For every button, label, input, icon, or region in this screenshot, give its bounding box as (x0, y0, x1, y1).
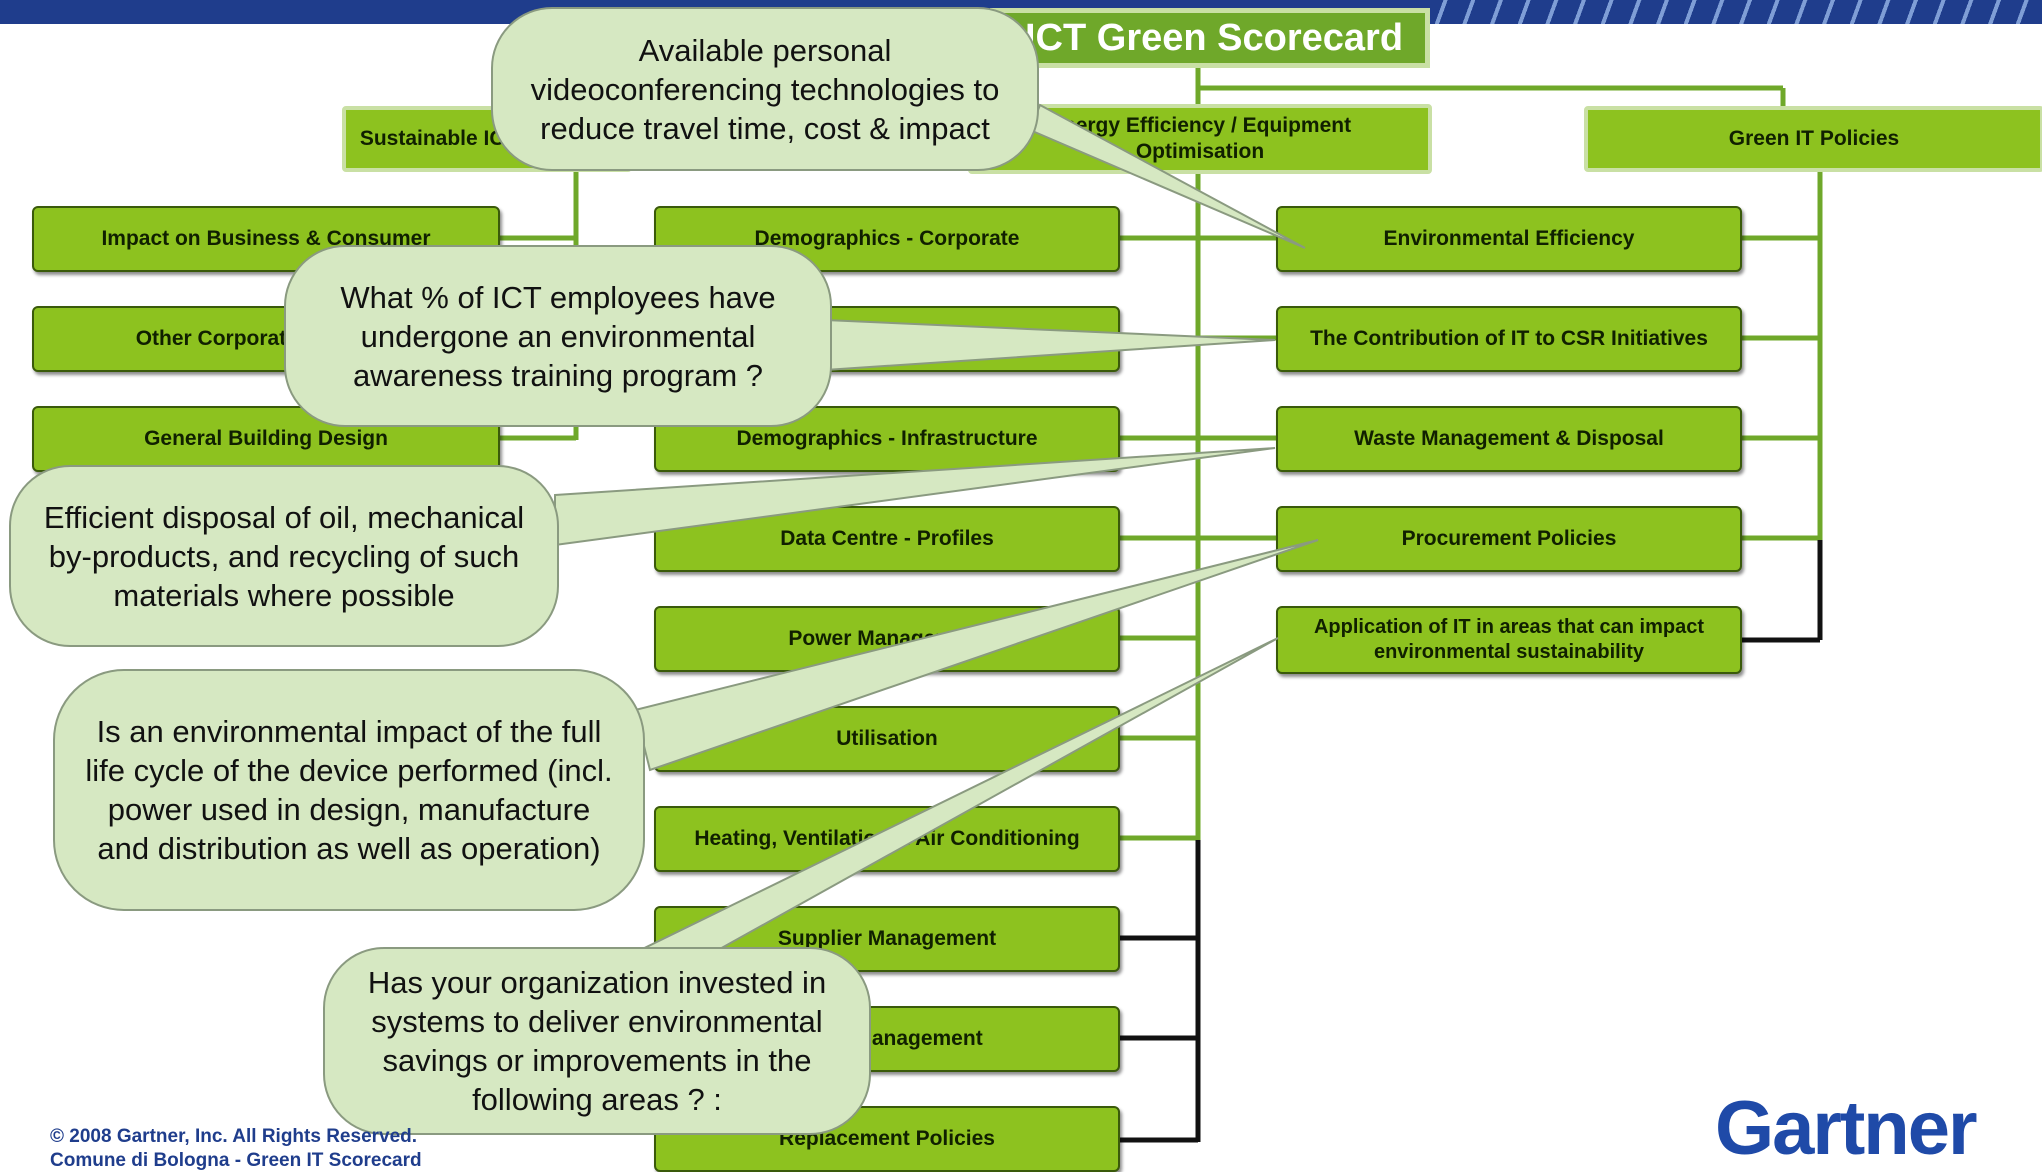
callout-training: What % of ICT employees have undergone a… (340, 279, 776, 393)
callout-tail-5 (619, 637, 1279, 961)
callout-body-3 (9, 465, 559, 647)
callout-body-1 (491, 7, 1039, 171)
category-efficiency: Energy Efficiency / Equipment Optimisati… (968, 104, 1432, 174)
item-procurement-policies: Procurement Policies (1276, 506, 1742, 572)
callout-tail-1 (1028, 103, 1306, 249)
item-waste-management: Waste Management & Disposal (1276, 406, 1742, 472)
footer-subtitle: Comune di Bologna - Green IT Scorecard (50, 1150, 422, 1171)
header-stripes (1420, 0, 2042, 24)
callout-disposal: Efficient disposal of oil, mechanical by… (43, 499, 525, 613)
item-environmental-efficiency: Environmental Efficiency (1276, 206, 1742, 272)
callout-tail-2 (824, 318, 1276, 372)
category-policies: Green IT Policies (1584, 106, 2042, 172)
callout-body-5 (323, 947, 871, 1135)
callout-body-4 (53, 669, 645, 911)
item-it-csr: The Contribution of IT to CSR Initiative… (1276, 306, 1742, 372)
callout-investment: Has your organization invested in system… (367, 965, 827, 1117)
callout-tail-4 (633, 539, 1319, 772)
footer-copyright: © 2008 Gartner, Inc. All Rights Reserved… (50, 1126, 418, 1147)
callout-videoconferencing: Available personal videoconferencing tec… (530, 32, 1000, 146)
page-title: ICT Green Scorecard (990, 8, 1430, 68)
callout-tail-3 (554, 447, 1276, 547)
callout-body-2 (284, 245, 832, 427)
callout-life-cycle: Is an environmental impact of the full l… (85, 714, 613, 866)
gartner-logo: Gartner (1715, 1086, 1978, 1171)
item-application-it: Application of IT in areas that can impa… (1276, 606, 1742, 674)
